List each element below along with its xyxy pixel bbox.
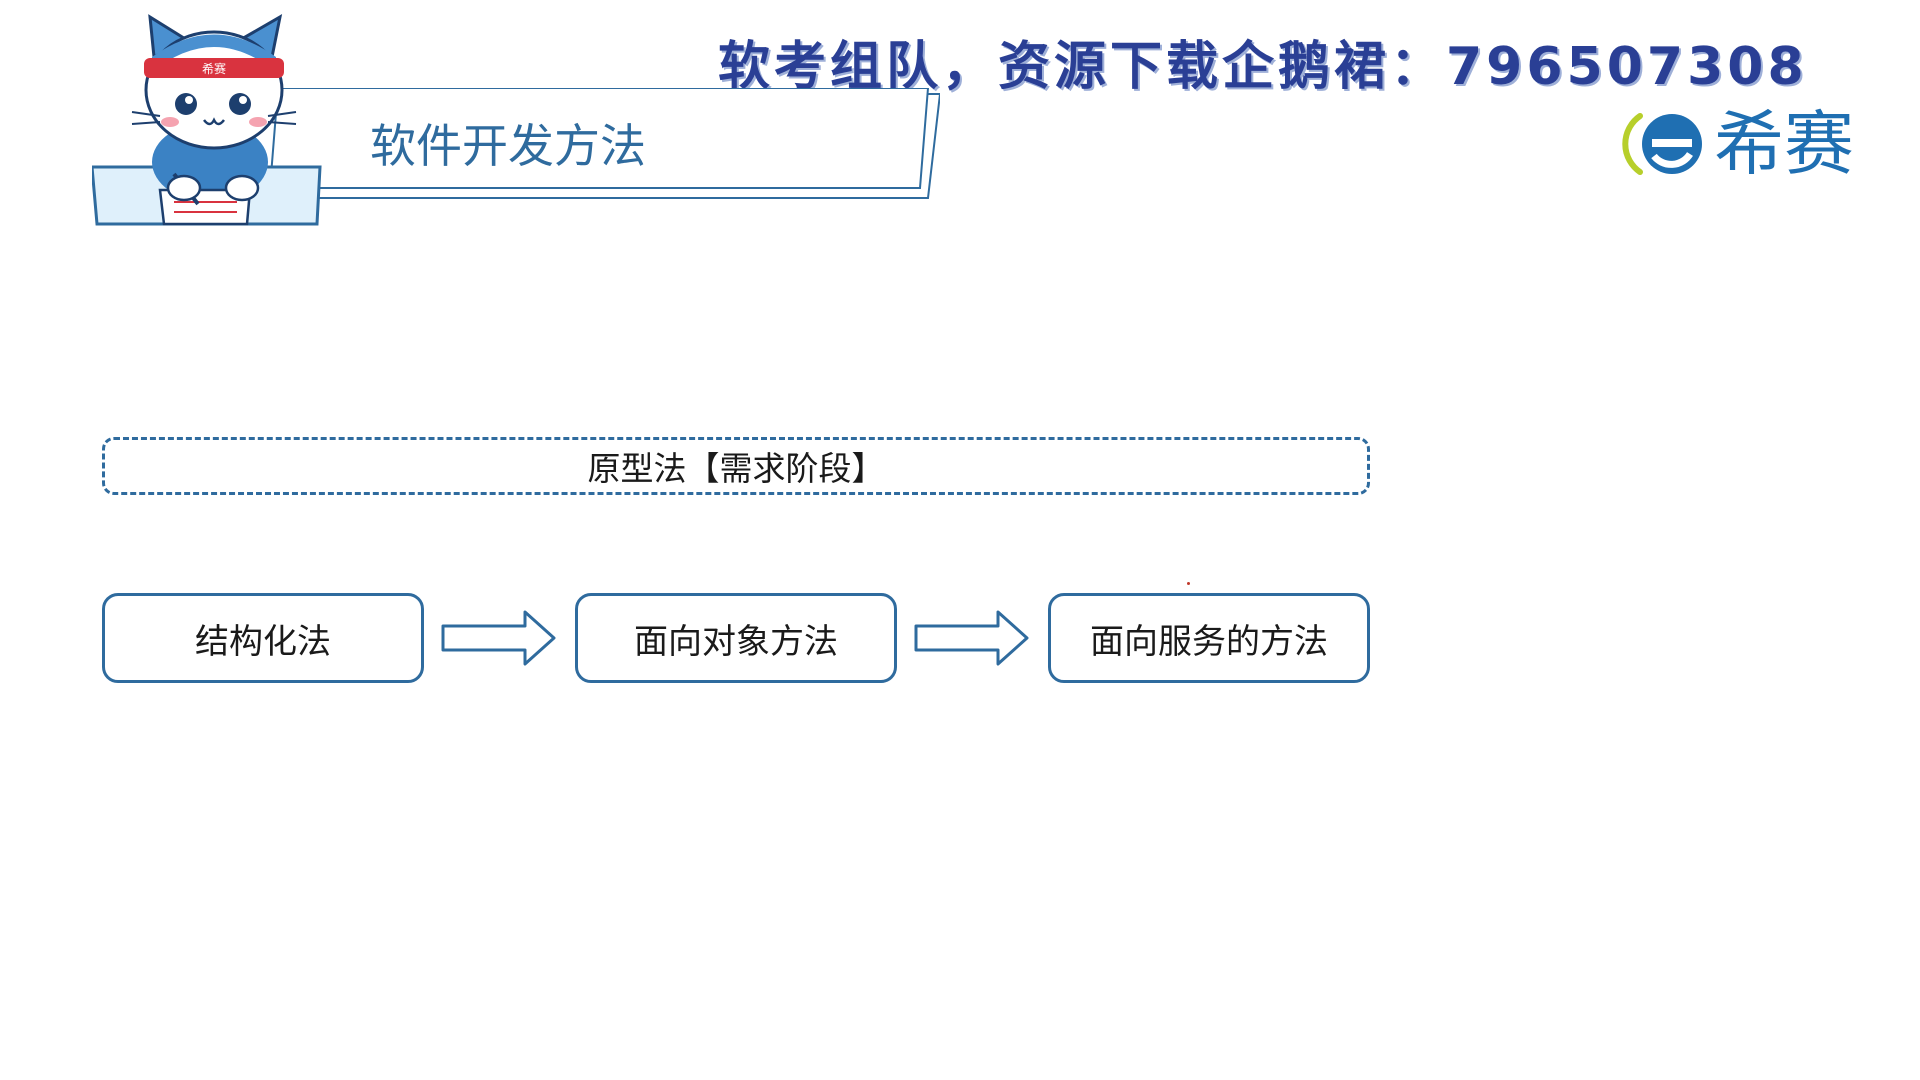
right-arrow-icon bbox=[914, 610, 1029, 666]
prototype-method-label: 原型法【需求阶段】 bbox=[587, 449, 885, 488]
logo-text: 希赛 bbox=[1714, 103, 1854, 185]
prototype-method-box: 原型法【需求阶段】 bbox=[102, 437, 1370, 495]
brand-logo: 希赛 bbox=[1622, 104, 1872, 184]
mascot-badge-text: 希赛 bbox=[202, 61, 226, 76]
watermark-banner: 软考组队，资源下载企鹅裙：796507308 bbox=[718, 37, 1808, 97]
pointer-dot bbox=[1187, 582, 1190, 585]
title-tab-frame bbox=[268, 88, 940, 199]
right-arrow-icon bbox=[441, 610, 556, 666]
logo-e-icon bbox=[1622, 113, 1702, 175]
object-oriented-method-box: 面向对象方法 bbox=[575, 593, 897, 683]
cat-mascot-icon: 希赛 bbox=[92, 14, 322, 226]
structured-method-box: 结构化法 bbox=[102, 593, 424, 683]
page-title: 软件开发方法 bbox=[370, 119, 646, 173]
service-oriented-method-box: 面向服务的方法 bbox=[1048, 593, 1370, 683]
